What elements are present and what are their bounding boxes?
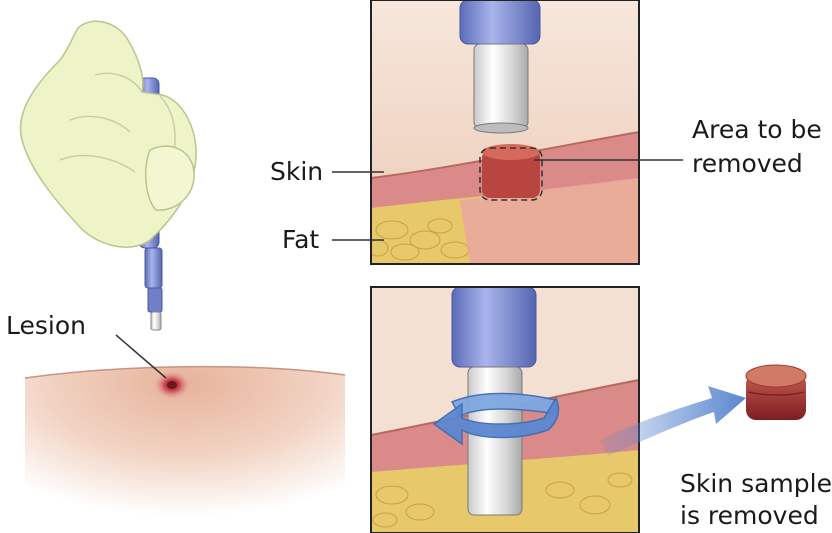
left-illustration: Lesion: [6, 21, 345, 533]
sample-label-line1: Skin sample: [680, 469, 832, 498]
skin-sample-plug: [746, 365, 806, 420]
panel-top: [368, 0, 639, 264]
lesion-label: Lesion: [6, 311, 86, 340]
skin-label: Skin: [270, 157, 323, 186]
gloved-hand: [21, 21, 197, 247]
area-to-be-label-line1: Area to be: [692, 115, 822, 144]
sample-label-line2: is removed: [680, 501, 819, 530]
panel-bottom: [371, 287, 639, 533]
area-to-be-label-line2: removed: [692, 149, 803, 178]
fat-label: Fat: [282, 225, 319, 254]
